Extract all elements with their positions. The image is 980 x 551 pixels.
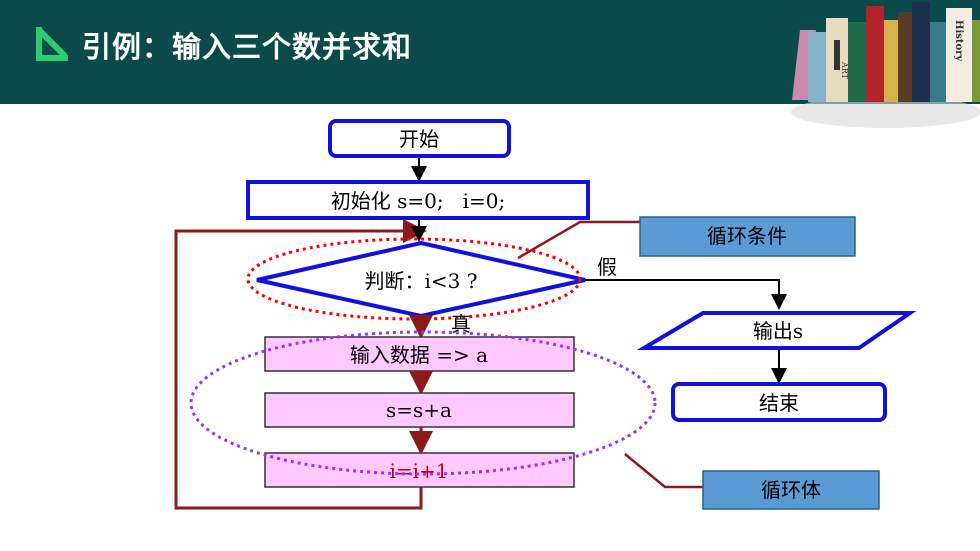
end-label: 结束 xyxy=(759,391,799,415)
start-label: 开始 xyxy=(399,127,439,151)
end-terminal xyxy=(671,382,887,422)
book-spine-art: ART xyxy=(840,61,849,80)
arrow-down-right-icon xyxy=(36,27,68,61)
increment-step-box xyxy=(264,452,575,488)
callout-body-box xyxy=(702,470,880,510)
book-spine-history: History xyxy=(953,20,964,62)
books-illustration: ART History xyxy=(791,2,980,128)
output-label: 输出s xyxy=(753,319,803,343)
sum-step-label: s=s+a xyxy=(386,398,452,422)
false-label: 假 xyxy=(597,255,617,279)
callout-body-leader xyxy=(624,453,703,489)
loop-body-ellipse xyxy=(189,330,657,476)
callout-condition-leader xyxy=(517,220,640,260)
increment-step-label: i=i+1 xyxy=(389,459,448,483)
true-label: 真 xyxy=(451,312,471,336)
input-step-label: 输入数据 => a xyxy=(350,343,488,367)
callout-body-label: 循环体 xyxy=(761,478,821,502)
slide-title: 引例：输入三个数并求和 xyxy=(82,30,413,64)
init-box xyxy=(246,180,590,220)
callout-condition-box xyxy=(639,216,856,257)
decision-label: 判断：i<3 ? xyxy=(365,269,478,293)
init-label: 初始化 s=0; i=0; xyxy=(331,189,506,213)
sum-step-box xyxy=(264,392,575,428)
callout-condition-label: 循环条件 xyxy=(707,224,787,248)
start-terminal xyxy=(328,119,511,158)
arrow-false-output xyxy=(585,279,787,310)
output-parallelogram xyxy=(636,311,917,350)
input-step-box xyxy=(264,336,575,372)
loop-back-arrow xyxy=(174,219,427,510)
